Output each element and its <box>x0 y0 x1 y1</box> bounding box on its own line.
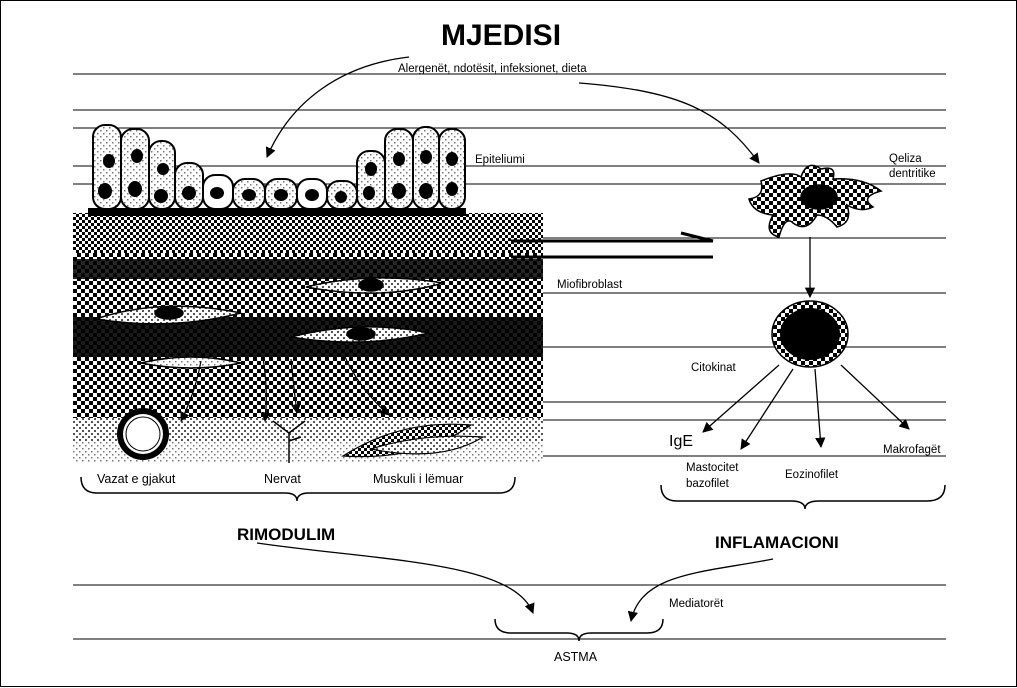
signal-arrow <box>511 231 714 259</box>
nerve-fibers <box>272 420 306 463</box>
blood-vessels-label: Vazat e gjakut <box>97 472 176 486</box>
mast-cells-label-line1: Mastocitet <box>686 462 739 474</box>
myofibroblast-cells <box>95 277 444 369</box>
macrophages-label: Makrofagët <box>883 444 941 456</box>
smooth-muscle <box>341 423 485 458</box>
nerves-label: Nervat <box>264 472 301 486</box>
cytokines-label: Citokinat <box>691 362 736 374</box>
mast-cells-label-line2: bazofilet <box>686 478 729 490</box>
epithelium-label: Epiteliumi <box>475 154 525 166</box>
eosinophils-label: Eozinofilet <box>785 469 839 481</box>
asthma-flow-arrows <box>256 542 774 623</box>
myofibroblast-label: Miofibroblast <box>557 279 623 291</box>
t-lymphocyte <box>771 300 849 368</box>
dendritic-cell <box>748 164 883 238</box>
environment-arrows <box>265 56 760 164</box>
dendritic-cell-label-line1: Qeliza <box>889 153 922 165</box>
cytokine-arrows <box>702 364 910 450</box>
dendritic-cell-label-line2: dentritike <box>889 168 936 180</box>
environment-factors-label: Alergenët, ndotësit, infeksionet, dieta <box>398 63 587 75</box>
ige-label: IgE <box>669 433 694 450</box>
title-environment: MJEDISI <box>441 19 562 52</box>
mediator-arrows <box>180 356 390 422</box>
epithelium-cells <box>88 124 466 216</box>
braces <box>80 476 946 642</box>
remodeling-heading: RIMODULIM <box>237 525 336 544</box>
asthma-label: ASTMA <box>554 650 598 664</box>
blood-vessel <box>117 408 169 460</box>
smooth-muscle-label: Muskuli i lëmuar <box>373 472 464 486</box>
inflammation-heading: INFLAMACIONI <box>715 533 839 552</box>
mediators-label: Mediatorët <box>669 598 724 610</box>
